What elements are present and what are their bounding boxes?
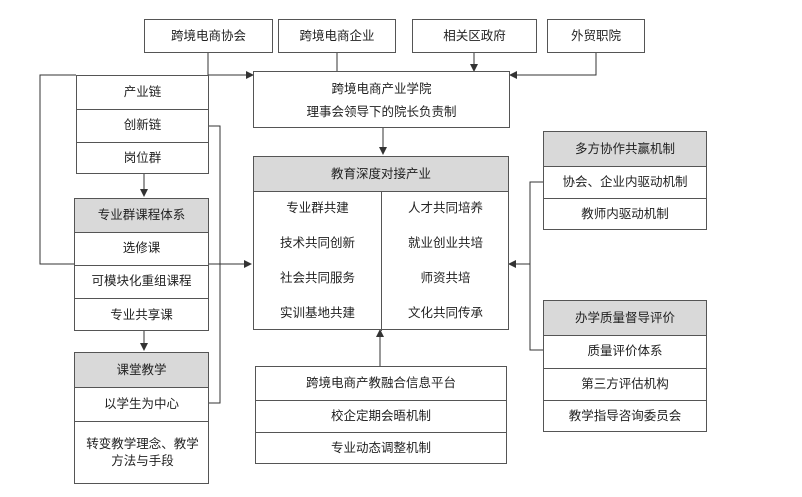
chain-block: 产业链 创新链 岗位群 xyxy=(76,75,209,174)
top-box-label: 外贸职院 xyxy=(570,27,621,43)
quality-block: 办学质量督导评价 质量评价体系 第三方评估机构 教学指导咨询委员会 xyxy=(543,300,707,432)
quality-title: 办学质量督导评价 xyxy=(544,301,706,335)
curriculum-title: 专业群课程体系 xyxy=(75,199,208,232)
center-block: 教育深度对接产业 专业群共建 技术共同创新 社会共同服务 实训基地共建 人才共同… xyxy=(253,156,509,331)
center-left-item: 技术共同创新 xyxy=(279,235,355,251)
institute-box: 跨境电商产业学院 理事会领导下的院长负责制 xyxy=(253,71,510,128)
platform-item: 专业动态调整机制 xyxy=(330,440,431,456)
chain-item: 岗位群 xyxy=(123,150,162,166)
platform-item: 校企定期会晤机制 xyxy=(330,407,431,423)
cooperation-title: 多方协作共赢机制 xyxy=(544,132,706,166)
center-left-item: 社会共同服务 xyxy=(279,270,355,286)
chain-item: 产业链 xyxy=(123,84,162,100)
center-title: 教育深度对接产业 xyxy=(254,157,508,191)
quality-item: 第三方评估机构 xyxy=(581,375,669,391)
quality-item: 教学指导咨询委员会 xyxy=(568,408,682,424)
top-box-college: 外贸职院 xyxy=(547,19,645,53)
cooperation-item: 协会、企业内驱动机制 xyxy=(562,173,688,189)
classroom-title: 课堂教学 xyxy=(75,353,208,387)
curriculum-item: 选修课 xyxy=(122,240,161,256)
chain-item: 创新链 xyxy=(123,117,162,133)
platform-block: 跨境电商产教融合信息平台 校企定期会晤机制 专业动态调整机制 xyxy=(255,366,507,464)
cooperation-item: 教师内驱动机制 xyxy=(581,206,669,222)
curriculum-block: 专业群课程体系 选修课 可模块化重组课程 专业共享课 xyxy=(74,198,209,331)
top-box-label: 跨境电商协会 xyxy=(170,27,246,43)
center-left-item: 专业群共建 xyxy=(286,200,349,216)
institute-line1: 跨境电商产业学院 xyxy=(331,80,432,96)
classroom-item: 以学生为中心 xyxy=(103,395,179,411)
center-right-item: 人才共同培养 xyxy=(407,200,483,216)
center-right-item: 就业创业共培 xyxy=(407,235,483,251)
platform-item: 跨境电商产教融合信息平台 xyxy=(305,375,456,391)
center-left-item: 实训基地共建 xyxy=(279,305,355,321)
top-box-association: 跨境电商协会 xyxy=(144,19,273,53)
top-box-label: 相关区政府 xyxy=(443,27,506,43)
classroom-block: 课堂教学 以学生为中心 转变教学理念、教学方法与手段 xyxy=(74,352,209,484)
center-right-item: 文化共同传承 xyxy=(407,305,483,321)
institute-line2: 理事会领导下的院长负责制 xyxy=(306,103,457,119)
center-right-item: 师资共培 xyxy=(420,270,471,286)
cooperation-block: 多方协作共赢机制 协会、企业内驱动机制 教师内驱动机制 xyxy=(543,131,707,230)
quality-item: 质量评价体系 xyxy=(587,343,663,359)
classroom-item: 转变教学理念、教学方法与手段 xyxy=(86,436,199,468)
top-box-enterprise: 跨境电商企业 xyxy=(278,19,396,53)
top-box-label: 跨境电商企业 xyxy=(299,27,375,43)
top-box-government: 相关区政府 xyxy=(412,19,537,53)
curriculum-item: 专业共享课 xyxy=(110,306,173,322)
curriculum-item: 可模块化重组课程 xyxy=(91,273,192,289)
